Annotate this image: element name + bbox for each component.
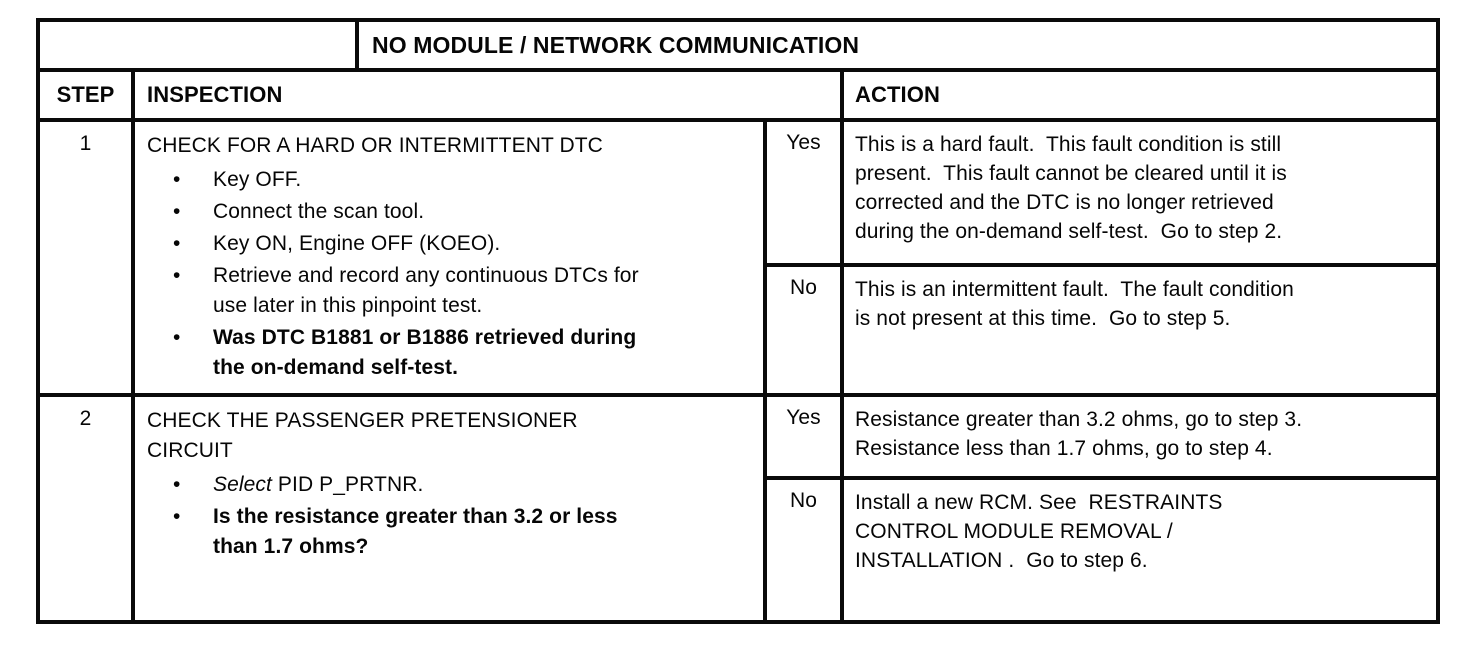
list-item: • Select PID P_PRTNR.: [147, 470, 753, 500]
list-item: • Was DTC B1881 or B1886 retrieved durin…: [147, 323, 753, 383]
bullet-text: Retrieve and record any continuous DTCs …: [213, 264, 639, 317]
title-empty-cell: [40, 22, 355, 68]
bullet-icon: •: [173, 168, 181, 191]
column-header-step: STEP: [40, 72, 131, 118]
column-header-action: ACTION: [844, 72, 1436, 118]
list-item: • Connect the scan tool.: [147, 197, 753, 227]
bullet-icon: •: [173, 473, 181, 496]
step-1-inspection-heading: CHECK FOR A HARD OR INTERMITTENT DTC: [147, 134, 603, 157]
bullet-text: Was DTC B1881 or B1886 retrieved during …: [213, 326, 637, 379]
list-item: • Is the resistance greater than 3.2 or …: [147, 502, 753, 562]
step-2-yes-label: Yes: [767, 397, 840, 476]
bullet-icon: •: [173, 505, 181, 528]
bullet-icon: •: [173, 232, 181, 255]
step-1-no-action-cell: This is an intermittent fault. The fault…: [844, 267, 1436, 393]
step-1-no-label: No: [767, 267, 840, 393]
bullet-icon: •: [173, 200, 181, 223]
step-1-number: 1: [40, 122, 131, 393]
bullet-text: Key ON, Engine OFF (KOEO).: [213, 232, 501, 255]
bullet-icon: •: [173, 264, 181, 287]
bullet-text: Select PID P_PRTNR.: [213, 470, 753, 500]
step-2-yes-action-cell: Resistance greater than 3.2 ohms, go to …: [844, 397, 1436, 476]
step-2-inspection-heading: CHECK THE PASSENGER PRETENSIONER CIRCUIT: [147, 409, 578, 462]
bullet-text: Key OFF.: [213, 168, 302, 191]
list-item: • Key OFF.: [147, 165, 753, 195]
step-2-bullet-list: • Select PID P_PRTNR. • Is the resistanc…: [147, 470, 753, 562]
bullet-text: Is the resistance greater than 3.2 or le…: [213, 505, 618, 558]
step-2-no-action-cell: Install a new RCM. See RESTRAINTS CONTRO…: [844, 480, 1436, 620]
bullet-text-italic-part: Select: [213, 473, 272, 496]
pinpoint-test-table: NO MODULE / NETWORK COMMUNICATION STEP I…: [36, 18, 1440, 624]
step-2-number: 2: [40, 397, 131, 620]
bullet-text: Connect the scan tool.: [213, 200, 425, 223]
step-2-no-label: No: [767, 480, 840, 620]
step-1-yes-label: Yes: [767, 122, 840, 263]
step-1-bullet-list: • Key OFF. • Connect the scan tool. • Ke…: [147, 165, 753, 383]
table-title: NO MODULE / NETWORK COMMUNICATION: [359, 22, 1436, 68]
bullet-icon: •: [173, 326, 181, 349]
step-1-yes-action-cell: This is a hard fault. This fault conditi…: [844, 122, 1436, 263]
step-1-inspection-cell: CHECK FOR A HARD OR INTERMITTENT DTC • K…: [135, 122, 763, 393]
column-header-inspection: INSPECTION: [135, 72, 840, 118]
list-item: • Key ON, Engine OFF (KOEO).: [147, 229, 753, 259]
list-item: • Retrieve and record any continuous DTC…: [147, 261, 753, 321]
step-2-inspection-cell: CHECK THE PASSENGER PRETENSIONER CIRCUIT…: [135, 397, 763, 620]
bullet-text-regular-part: PID P_PRTNR.: [271, 473, 424, 496]
